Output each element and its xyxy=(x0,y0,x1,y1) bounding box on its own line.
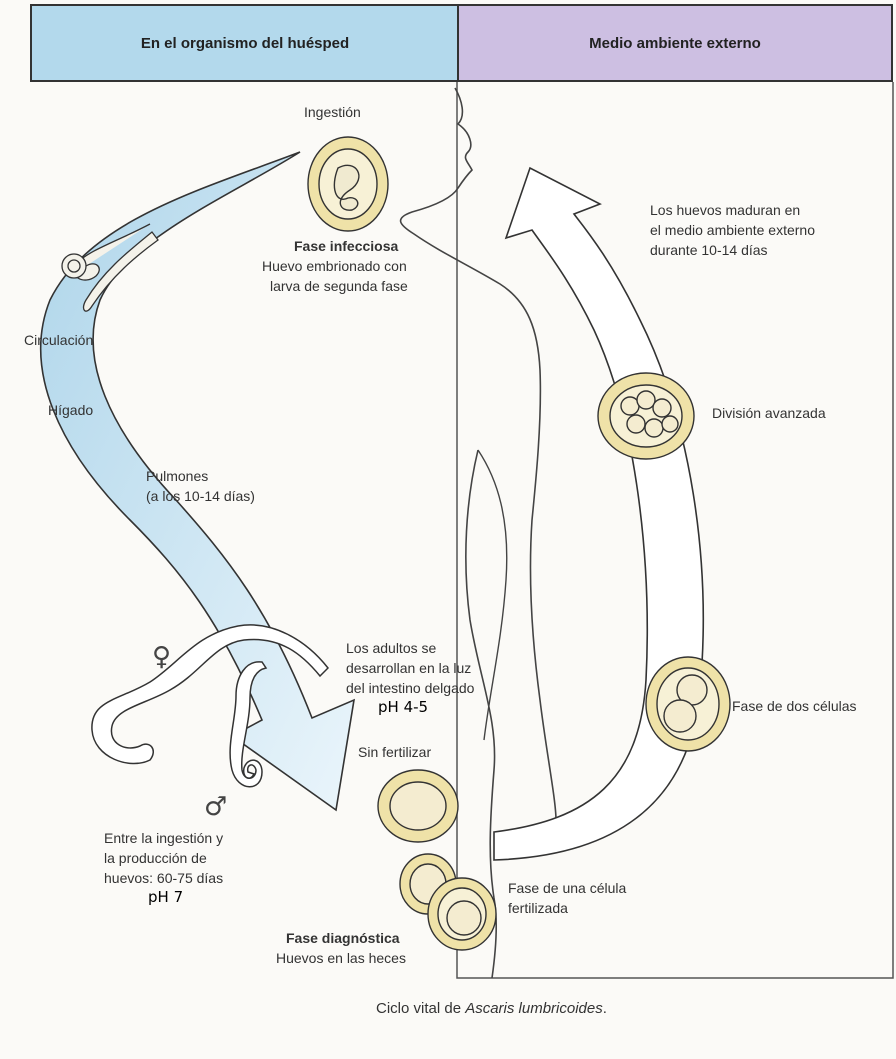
label-lungs-2: (a los 10-14 días) xyxy=(146,486,255,506)
label-infective-desc-1: Huevo embrionado con xyxy=(262,256,407,276)
label-ingestion: Ingestión xyxy=(304,102,361,122)
label-two-cell: Fase de dos células xyxy=(732,696,857,716)
label-prepatent-3: huevos: 60-75 días xyxy=(104,868,223,888)
label-one-cell-1: Fase de una célula xyxy=(508,878,626,898)
advanced-division-egg xyxy=(598,373,694,459)
label-adults-2: desarrollan en la luz xyxy=(346,658,471,678)
label-diagnostic-title: Fase diagnóstica xyxy=(286,928,400,948)
female-symbol-icon: ♀ xyxy=(152,642,171,672)
human-arm xyxy=(478,450,507,740)
label-lungs-1: Pulmones xyxy=(146,466,208,486)
label-infective-desc-2: larva de segunda fase xyxy=(270,276,408,296)
maturation-arrow xyxy=(494,168,703,860)
label-liver: Hígado xyxy=(48,400,93,420)
label-adults-3: del intestino delgado xyxy=(346,678,474,698)
label-ph-intestine: pH 4-5 xyxy=(378,698,428,716)
label-prepatent-2: la producción de xyxy=(104,848,207,868)
label-adults-1: Los adultos se xyxy=(346,638,436,658)
caption-suffix: . xyxy=(603,1000,607,1017)
one-cell-egg xyxy=(428,878,496,950)
label-advanced-division: División avanzada xyxy=(712,403,826,423)
label-one-cell-2: fertilizada xyxy=(508,898,568,918)
label-mature-2: el medio ambiente externo xyxy=(650,220,815,240)
label-unfertilized: Sin fertilizar xyxy=(358,742,431,762)
infective-egg xyxy=(308,137,388,231)
label-mature-1: Los huevos maduran en xyxy=(650,200,800,220)
caption-prefix: Ciclo vital de xyxy=(376,1000,465,1017)
male-symbol-icon: ♂ xyxy=(204,792,227,822)
caption-species: Ascaris lumbricoides xyxy=(465,1000,603,1017)
label-ph-host: pH 7 xyxy=(148,888,183,906)
label-circulation: Circulación xyxy=(24,330,93,350)
label-diagnostic-desc: Huevos en las heces xyxy=(276,948,406,968)
figure-caption: Ciclo vital de Ascaris lumbricoides. xyxy=(376,1000,607,1017)
label-prepatent-1: Entre la ingestión y xyxy=(104,828,223,848)
unfertilized-egg xyxy=(378,770,458,842)
label-infective-title: Fase infecciosa xyxy=(294,236,398,256)
two-cell-egg xyxy=(646,657,730,751)
label-mature-3: durante 10-14 días xyxy=(650,240,768,260)
